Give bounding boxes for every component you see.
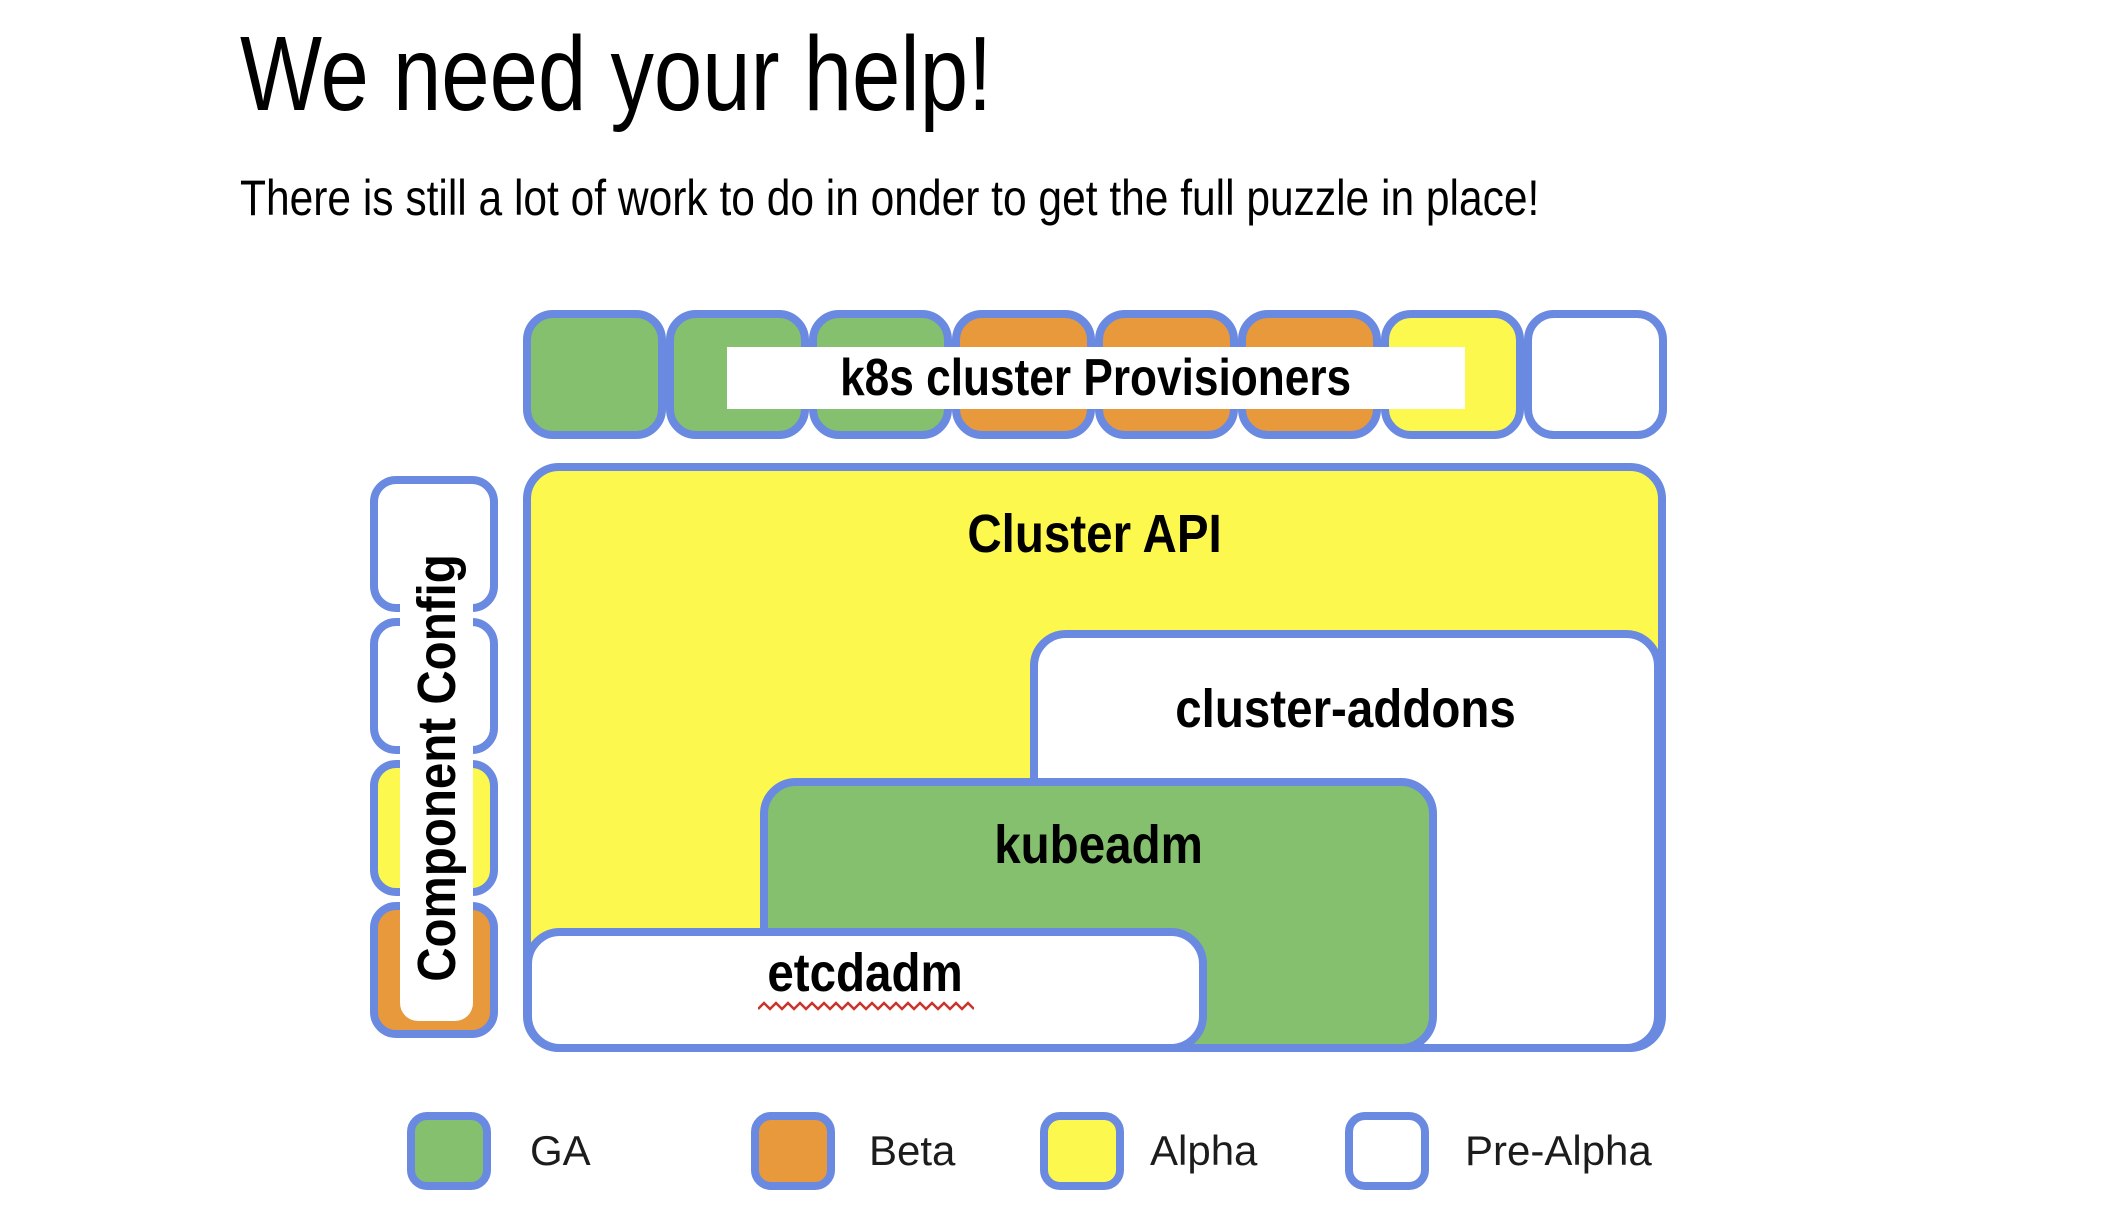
provisioner-piece-8: [1524, 310, 1667, 439]
etcdadm-label: etcdadm: [767, 943, 964, 1003]
legend-label-beta: Beta: [869, 1127, 956, 1174]
cluster-api-label: Cluster API: [967, 504, 1222, 564]
provisioner-piece-1: [523, 310, 666, 439]
legend-label-ga: GA: [530, 1127, 591, 1174]
legend-swatch-pre-alpha: [1345, 1112, 1429, 1190]
page-subtitle: There is still a lot of work to do in on…: [240, 168, 1769, 228]
page-title-text: We need your help!: [240, 15, 993, 133]
kubeadm-label: kubeadm: [994, 815, 1203, 875]
page-title: We need your help!: [240, 14, 1157, 136]
component-config-label: Component Config: [400, 514, 473, 1021]
legend-swatch-alpha: [1040, 1112, 1124, 1190]
cluster-addons-label: cluster-addons: [1175, 679, 1517, 739]
legend-label-pre-alpha: Pre-Alpha: [1465, 1127, 1652, 1174]
legend-swatch-beta: [751, 1112, 835, 1190]
spellcheck-squiggle: [758, 1001, 974, 1011]
legend-label-alpha: Alpha: [1150, 1127, 1258, 1174]
page-subtitle-text: There is still a lot of work to do in on…: [240, 170, 1540, 226]
etcdadm-box: [524, 928, 1207, 1052]
provisioners-row-label: k8s cluster Provisioners: [727, 347, 1465, 409]
legend-swatch-ga: [407, 1112, 491, 1190]
